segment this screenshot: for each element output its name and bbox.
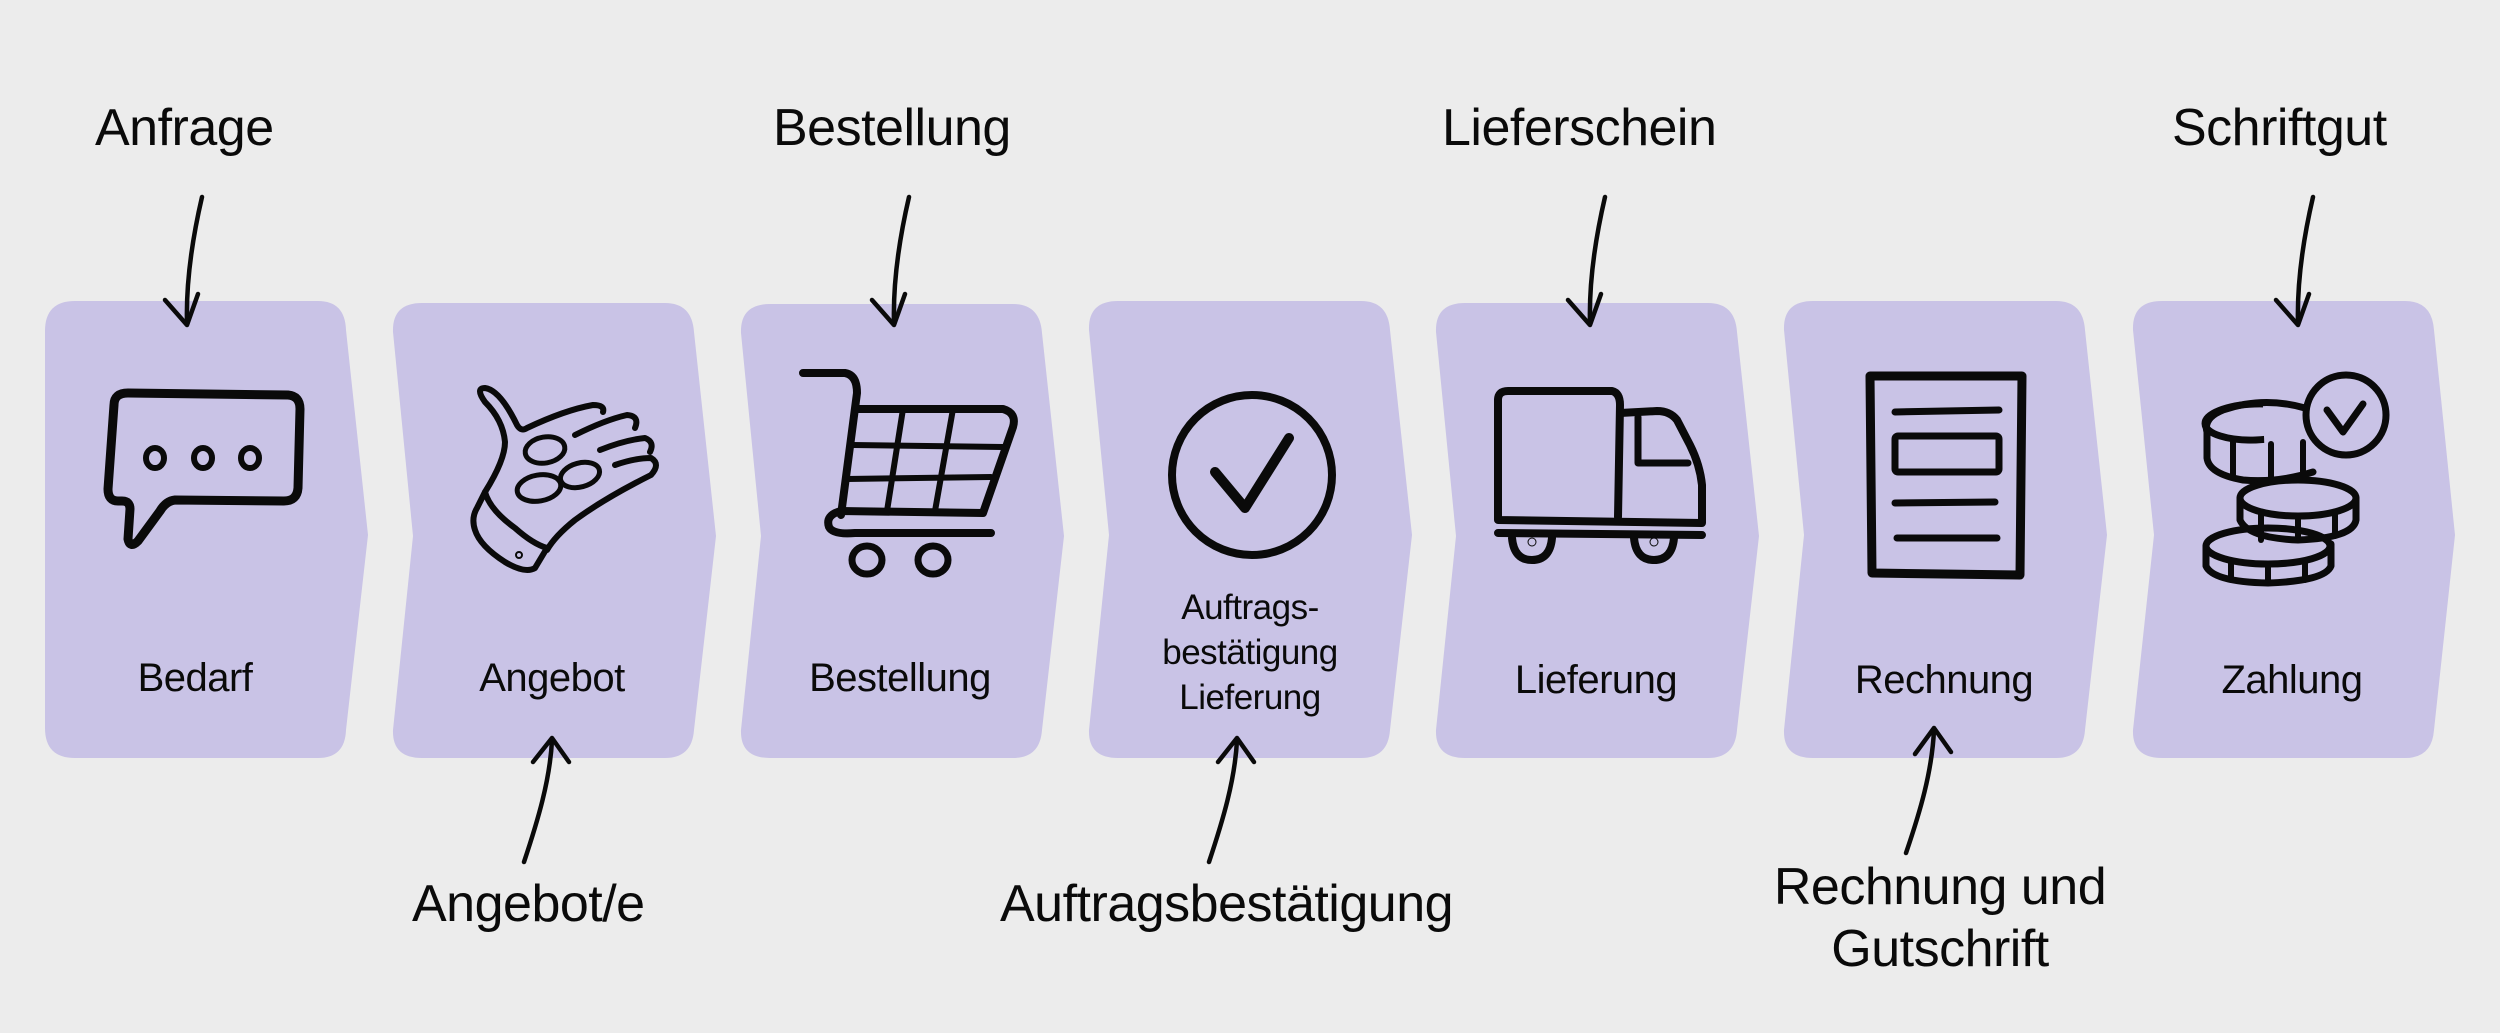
doc-label-bestellung: Bestellung	[773, 99, 1011, 157]
doc-label-lieferschein: Lieferschein	[1442, 99, 1717, 157]
arrow-bestellung-to-bestellung	[869, 194, 912, 328]
coins-check-icon	[2203, 368, 2398, 587]
arrow-lieferschein-to-lieferung	[1565, 194, 1608, 328]
arrow-angebote-to-angebot	[521, 735, 572, 865]
doc-label-angebote: Angebot/e	[412, 875, 645, 933]
card-auftragsbestaetigung-shape	[1088, 301, 1412, 758]
step-label-auftragsbestaetigung: Auftrags- bestätigung Lieferung	[1100, 585, 1400, 720]
shopping-cart-icon	[795, 365, 1025, 585]
step-label-rechnung: Rechnung	[1854, 658, 2034, 702]
doc-label-schriftgut: Schriftgut	[2172, 99, 2387, 157]
doc-label-rechnung-gutschrift: Rechnung und Gutschrift	[1772, 856, 2108, 980]
step-label-bedarf: Bedarf	[137, 656, 253, 700]
doc-label-line: Gutschrift	[1831, 920, 2049, 978]
step-label-zahlung: Zahlung	[2221, 658, 2363, 702]
step-label-line: Auftrags-	[1181, 588, 1319, 627]
arrow-rechnung-to-rechnung	[1903, 725, 1954, 856]
arrow-anfrage-to-bedarf	[162, 194, 205, 328]
doc-label-line: Rechnung und	[1773, 858, 2107, 916]
step-label-bestellung: Bestellung	[809, 656, 991, 700]
step-label-line: bestätigung	[1162, 633, 1338, 672]
speech-bubble-icon	[100, 385, 310, 575]
arrow-schriftgut-to-zahlung	[2273, 194, 2316, 328]
doc-label-anfrage: Anfrage	[95, 99, 274, 157]
delivery-truck-icon	[1492, 385, 1707, 564]
step-label-lieferung: Lieferung	[1514, 658, 1678, 702]
step-label-angebot: Angebot	[479, 656, 625, 700]
hand-with-coins-icon	[455, 380, 675, 573]
check-circle-icon	[1167, 390, 1337, 560]
doc-label-auftragsbestaetigung: Auftragsbestätigung	[1000, 875, 1454, 933]
arrows	[162, 194, 2316, 865]
invoice-document-icon	[1862, 370, 2032, 580]
arrow-auftragsbestaetigung-to-card	[1206, 735, 1257, 865]
card-bedarf-shape	[45, 301, 368, 758]
card-rechnung-shape	[1783, 301, 2107, 758]
step-label-line: Lieferung	[1179, 678, 1321, 717]
